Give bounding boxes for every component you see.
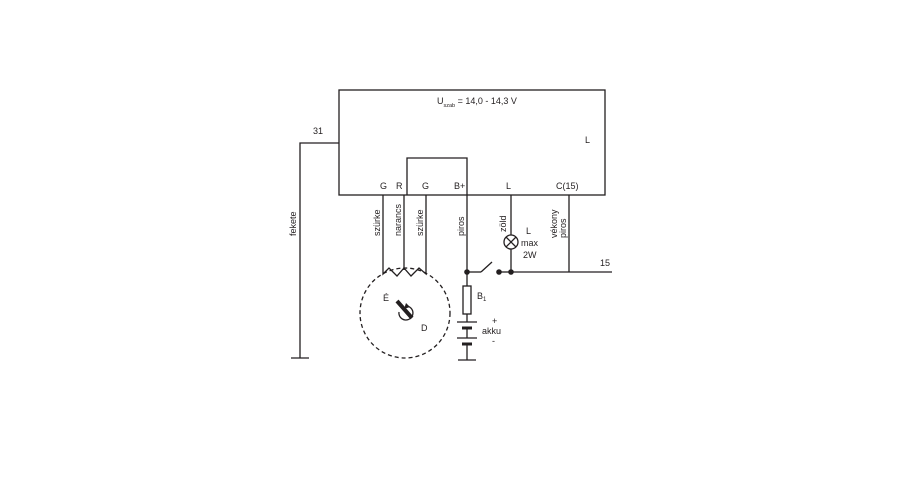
lamp-name: L [526, 226, 531, 236]
regulator-corner-label: L [585, 135, 590, 145]
warning-lamp-icon [503, 234, 519, 250]
generator-excitation-label: É [383, 293, 389, 303]
wire-g2-color: szürke [415, 209, 425, 236]
wire-c15-color-2: piros [558, 218, 568, 238]
wire-bplus-color: piros [456, 216, 466, 236]
lamp-cross-2 [505, 236, 517, 248]
battery-plus: + [492, 316, 497, 326]
terminal-g2: G [422, 181, 429, 191]
regulator-voltage-label: Uszab = 14,0 - 14,3 V [437, 96, 517, 109]
generator-connector [382, 267, 427, 277]
wire-l-color: zöld [498, 215, 508, 232]
lamp-rating-1: max [521, 238, 539, 248]
internal-g-loop [406, 157, 468, 195]
ignition-switch [480, 261, 493, 273]
terminal-c15: C(15) [556, 181, 579, 191]
terminal-r: R [396, 181, 403, 191]
wire-g1-color: szürke [372, 209, 382, 236]
terminal-g1: G [380, 181, 387, 191]
rotor-brush-icon [395, 299, 414, 320]
lamp-rating-2: 2W [523, 250, 537, 260]
ground-terminal-label: 31 [313, 126, 323, 136]
wire-r-color: narancs [393, 203, 403, 236]
ground-wire-color: fekete [288, 211, 298, 236]
ignition-terminal-label: 15 [600, 258, 610, 268]
fuse-icon [462, 285, 472, 315]
terminal-l: L [506, 181, 511, 191]
battery-label: akku [482, 326, 501, 336]
rotation-arrow-head-icon [404, 303, 410, 309]
terminal-bplus: B+ [454, 181, 465, 191]
generator-rotor-label: D [421, 323, 428, 333]
rotation-arrow-icon [398, 305, 414, 321]
wire-c15-color-1: vékony [549, 209, 559, 238]
generator-outline [359, 267, 451, 359]
fuse-label: B1 [477, 291, 487, 303]
battery-minus: - [492, 336, 495, 346]
ground-wire [299, 142, 339, 358]
